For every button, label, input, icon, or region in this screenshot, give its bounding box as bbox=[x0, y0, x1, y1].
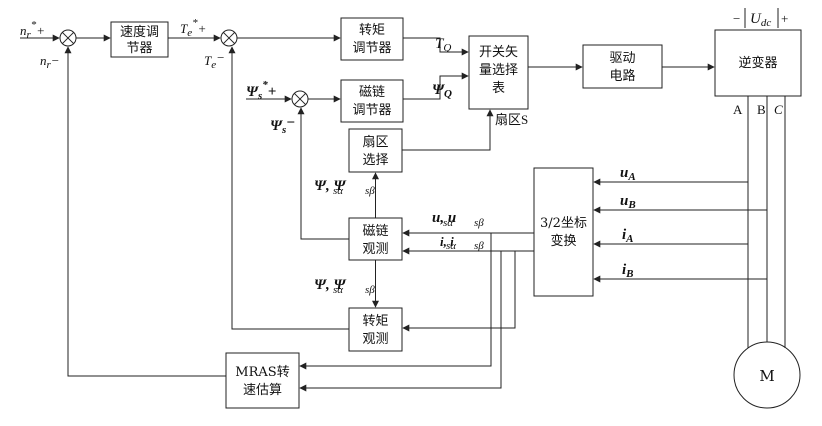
i-to-mras-arrow bbox=[299, 251, 502, 392]
torque-observer-line2: 观测 bbox=[362, 332, 388, 347]
udc-plus-label: + bbox=[781, 11, 788, 26]
mras-line1: MRAS转 bbox=[235, 365, 289, 380]
torque-observer-line1: 转矩 bbox=[362, 314, 388, 329]
psi-beta-sub-lower: sβ bbox=[365, 284, 375, 296]
torque-summing-junction bbox=[220, 29, 238, 47]
inverter-block: 逆变器 bbox=[714, 29, 802, 97]
torque-regulator-block: 转矩 调节器 bbox=[340, 17, 404, 61]
flux-regulator-line1: 磁链 bbox=[359, 85, 385, 100]
mras-line2: 速估算 bbox=[243, 383, 282, 398]
i-to-torque-arrow bbox=[402, 251, 516, 332]
psi-alpha-sub-lower: sα bbox=[333, 284, 343, 296]
tq-arrow bbox=[403, 37, 469, 56]
inverter-label: 逆变器 bbox=[738, 55, 777, 71]
te-feedback-label: Te− bbox=[204, 50, 225, 71]
i-alpha-sub: sα bbox=[446, 240, 456, 252]
flux-regulator-block: 磁链 调节器 bbox=[340, 79, 404, 123]
drive-circuit-line1: 驱动 bbox=[609, 51, 635, 66]
flux-feedback-arrow bbox=[297, 107, 349, 240]
psiq-arrow bbox=[403, 72, 469, 100]
drive-circuit-line2: 电路 bbox=[609, 68, 635, 84]
speed-feedback-arrow bbox=[64, 46, 226, 377]
speed-regulator-line1: 速度调 bbox=[120, 24, 159, 40]
udc-minus-label: − bbox=[733, 11, 740, 26]
flux-observer-block: 磁链 观测 bbox=[348, 217, 403, 261]
i-alphabeta-label: i, i bbox=[440, 234, 454, 249]
u-to-mras-arrow bbox=[299, 233, 492, 370]
phase-c-label: C bbox=[774, 102, 783, 117]
u-beta-sub: sβ bbox=[474, 217, 484, 229]
flux-observer-line2: 观测 bbox=[362, 242, 388, 257]
tq-label: TQ bbox=[435, 36, 451, 54]
flux-regulator-line2: 调节器 bbox=[352, 103, 391, 118]
torque-regulator-line1: 转矩 bbox=[359, 23, 385, 38]
coord-transform-line1: 3/2坐标 bbox=[540, 216, 587, 231]
ia-label: iA bbox=[622, 227, 634, 245]
flux-observer-line1: 磁链 bbox=[362, 224, 388, 239]
torque-observer-block: 转矩 观测 bbox=[348, 307, 403, 352]
ib-label: iB bbox=[622, 262, 634, 280]
switch-table-line2: 量选择 bbox=[479, 63, 518, 78]
switch-table-line1: 开关矢 bbox=[479, 45, 518, 60]
speed-summing-junction bbox=[59, 29, 77, 47]
psi-feedback-label: Ψs− bbox=[270, 115, 295, 136]
n-feedback-label: nr− bbox=[40, 53, 60, 71]
mras-speed-estimator-block: MRAS转 速估算 bbox=[225, 352, 300, 409]
sector-arrow bbox=[402, 109, 494, 151]
motor-label: M bbox=[759, 367, 774, 385]
flux-summing-junction bbox=[291, 90, 309, 108]
psi-alphabeta-upper-label: Ψ, Ψ bbox=[314, 178, 346, 194]
udc-label: Udc bbox=[750, 11, 771, 29]
speed-regulator-block: 速度调 节器 bbox=[110, 21, 169, 58]
sector-select-line2: 选择 bbox=[362, 153, 388, 168]
i-beta-sub: sβ bbox=[474, 240, 484, 252]
psi-beta-sub-upper: sβ bbox=[365, 185, 375, 197]
sector-s-label: 扇区S bbox=[495, 112, 528, 127]
phase-b-label: B bbox=[757, 102, 766, 117]
sector-select-block: 扇区 选择 bbox=[348, 128, 403, 173]
ub-label: uB bbox=[620, 193, 636, 211]
te-ref-label: Te*+ bbox=[180, 17, 206, 39]
switch-table-line3: 表 bbox=[492, 81, 505, 96]
n-ref-label: nr*+ bbox=[20, 19, 45, 41]
coord-transform-line2: 变换 bbox=[550, 233, 576, 249]
sector-select-line1: 扇区 bbox=[362, 134, 388, 150]
switch-vector-table-block: 开关矢 量选择 表 bbox=[468, 35, 529, 110]
motor: M bbox=[733, 341, 801, 409]
torque-feedback-arrow bbox=[228, 46, 349, 330]
speed-regulator-line2: 节器 bbox=[126, 41, 152, 56]
ua-label: uA bbox=[620, 165, 636, 183]
coordinate-transform-block: 3/2坐标 变换 bbox=[533, 167, 594, 297]
psi-alphabeta-lower-label: Ψ, Ψ bbox=[314, 277, 346, 293]
u-alpha-sub: sα bbox=[443, 217, 453, 229]
psi-alpha-sub-upper: sα bbox=[333, 185, 343, 197]
drive-circuit-block: 驱动 电路 bbox=[582, 44, 663, 89]
psi-ref-label: Ψs*+ bbox=[246, 79, 276, 102]
phase-a-label: A bbox=[733, 102, 743, 117]
torque-regulator-line2: 调节器 bbox=[352, 41, 391, 56]
psiq-label: ΨQ bbox=[432, 82, 452, 100]
u-alphabeta-label: u, u bbox=[432, 210, 456, 226]
